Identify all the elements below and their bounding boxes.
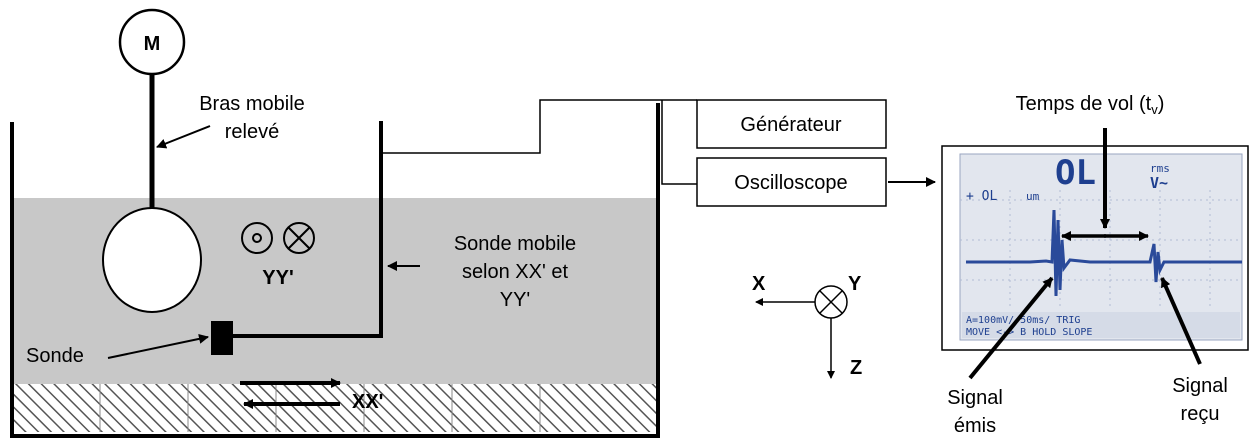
screen-mode-top: rms [1150, 162, 1170, 175]
x-axis-label: X [752, 273, 766, 295]
hatch-dividers [99, 384, 541, 432]
oscilloscope-label: Oscilloscope [734, 172, 847, 194]
probe-label: Sonde [26, 345, 84, 367]
motor-label: M [144, 33, 161, 55]
signal-received-line1: Signal [1172, 375, 1228, 397]
mobile-probe-line1: Sonde mobile [454, 233, 576, 255]
arm-pointer-arrow [156, 125, 211, 149]
flight-time-label: Temps de vol (tv) [1016, 93, 1165, 117]
oscilloscope-screen [959, 153, 1243, 341]
arm-label-line1: Bras mobile [199, 93, 305, 115]
signal-received-pointer [1160, 277, 1202, 365]
probe-rod [230, 121, 383, 338]
screen-small-reading: + OL [966, 189, 997, 204]
tank-bottom-hatch [12, 384, 658, 432]
screen-reading: OL [1055, 153, 1096, 193]
y-axis-label: Y [848, 273, 862, 295]
tank-walls [10, 103, 660, 438]
flight-time-text: Temps de vol (t [1016, 93, 1152, 115]
mobile-probe-line3: YY' [500, 289, 531, 311]
into-plane-icon [283, 222, 315, 254]
rotation-label: YY' [262, 267, 293, 289]
flight-time-subscript: v [1151, 102, 1158, 117]
mobile-probe-line2: selon XX' et [462, 261, 569, 283]
signal-trace [966, 209, 1242, 297]
translation-label: XX' [352, 391, 383, 413]
signal-received-line2: reçu [1181, 403, 1220, 425]
signal-emitted-pointer [968, 276, 1054, 380]
generator-label: Générateur [740, 114, 842, 136]
signal-emitted-line2: émis [954, 415, 996, 437]
screen-mode-bottom: V~ [1150, 174, 1168, 192]
screen-status-line2: MOVE <-> B HOLD SLOPE [966, 327, 1092, 338]
arm-disc [102, 207, 202, 313]
into-plane-cross-b [287, 226, 311, 250]
out-of-plane-dot-icon [252, 233, 262, 243]
flight-time-close: ) [1158, 93, 1165, 115]
axes-cross-b [819, 290, 843, 314]
cable-to-generator [381, 99, 697, 154]
screen-status-line1: A=100mV/ 50ms/ TRIG [966, 315, 1080, 326]
generator-box [696, 99, 887, 149]
probe [211, 321, 233, 355]
cable-to-oscilloscope [661, 100, 697, 185]
water [12, 198, 658, 384]
screen-unit: um [1026, 190, 1040, 203]
arm-label-line2: relevé [225, 121, 279, 143]
signal-emitted-line1: Signal [947, 387, 1003, 409]
z-axis-label: Z [850, 357, 862, 379]
out-of-plane-icon [241, 222, 273, 254]
probe-pointer-arrow [107, 333, 209, 359]
oscilloscope-box [696, 157, 887, 207]
